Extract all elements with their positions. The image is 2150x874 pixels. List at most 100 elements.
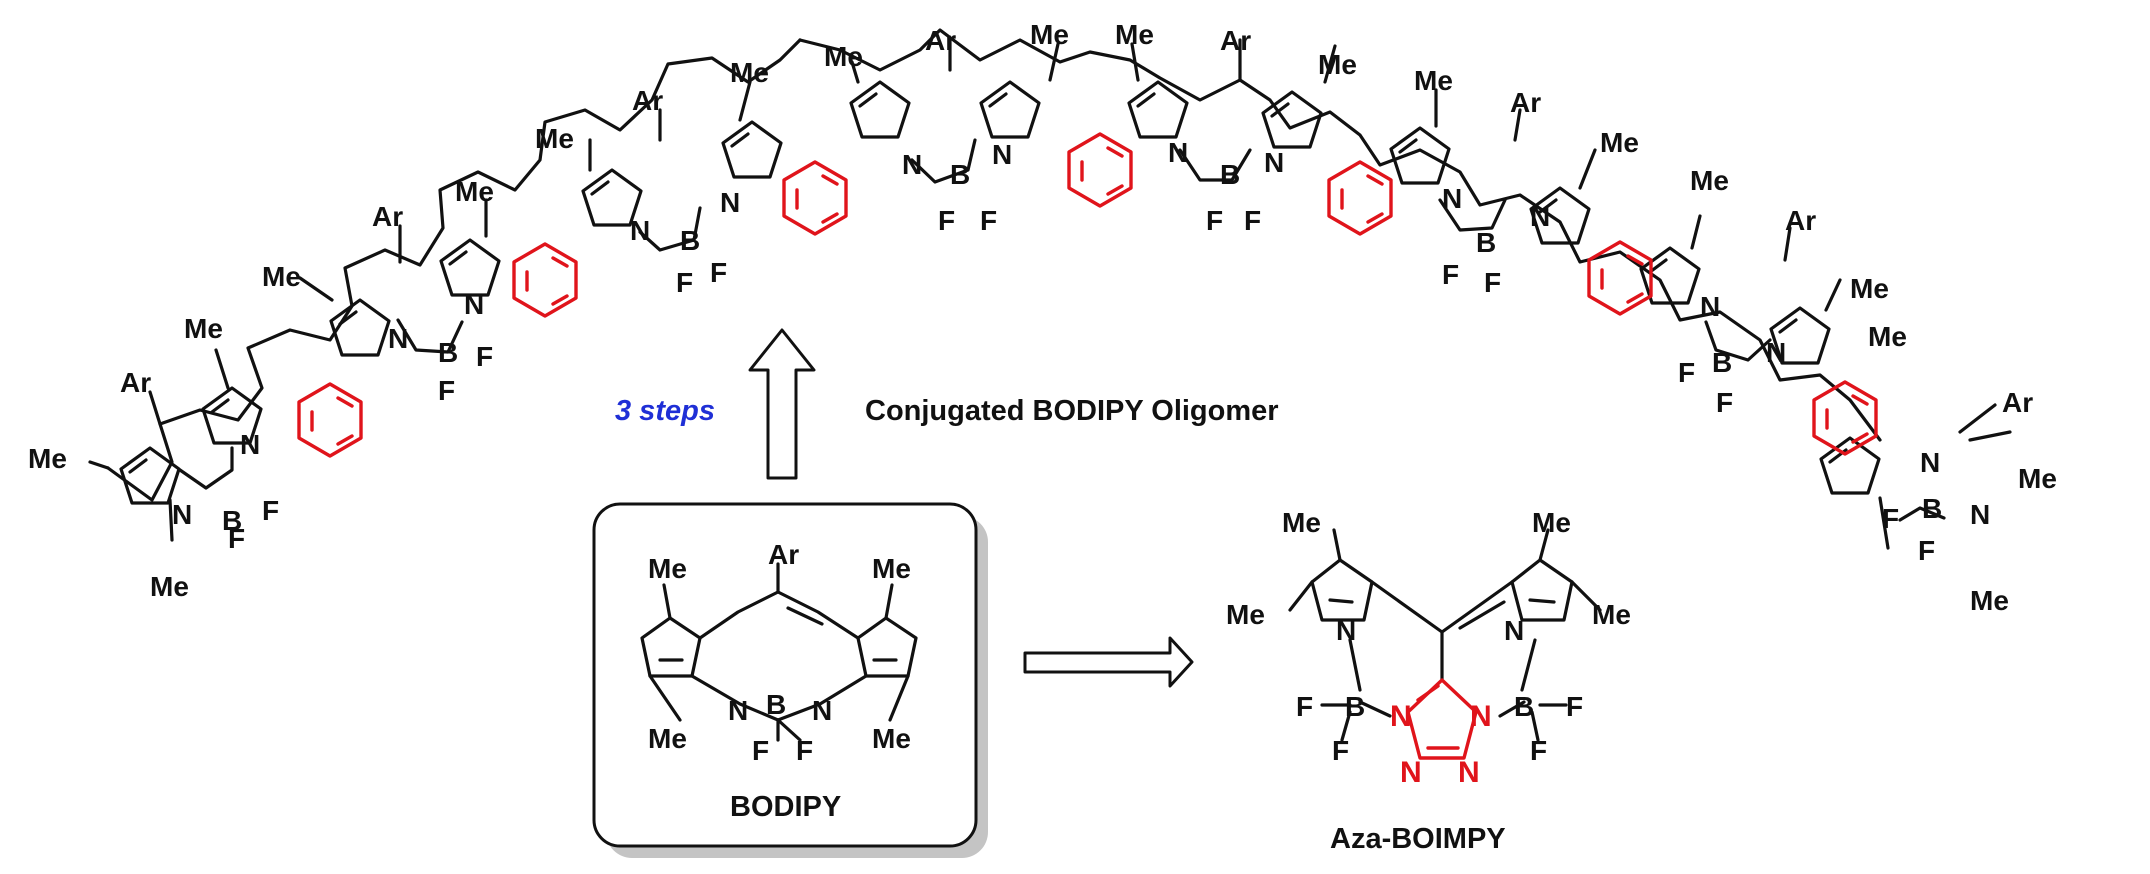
svg-text:N: N (1920, 447, 1940, 478)
svg-text:N: N (240, 429, 260, 460)
bodipy-atom-labels: Me Ar Me N B N F F Me Me (648, 539, 911, 766)
benzene-ring-red (1327, 160, 1393, 236)
svg-text:F: F (938, 205, 955, 236)
boron-ring (396, 318, 464, 354)
svg-text:Me: Me (648, 723, 687, 754)
svg-text:Me: Me (1414, 65, 1453, 96)
methyl-labels: Me Me Me Me Me Me Me Me Me Me Me Me Me M… (28, 19, 2057, 616)
benzene-ring-red (512, 242, 578, 318)
oligomer-structure: Me Me Me Me Me Me Me Me Me Me Me Me Me M… (28, 19, 2057, 616)
benzene-ring-red (1067, 132, 1133, 208)
svg-text:F: F (1678, 357, 1695, 388)
benzene-ring-red (782, 160, 848, 236)
bodipy-structure (640, 562, 918, 742)
svg-text:F: F (1566, 691, 1583, 722)
svg-text:N: N (630, 215, 650, 246)
boron-ring (1178, 148, 1252, 182)
svg-text:Me: Me (1030, 19, 1069, 50)
svg-text:Me: Me (1226, 599, 1265, 630)
svg-text:N: N (1504, 615, 1524, 646)
svg-text:N: N (1400, 756, 1422, 789)
svg-text:F: F (1716, 387, 1733, 418)
aza-boimpy-atom-labels: Me Me Me Me N N B B F F F F N N N N (1226, 507, 1631, 789)
svg-text:Me: Me (2018, 463, 2057, 494)
bodipy-caption: BODIPY (730, 791, 841, 823)
svg-text:Me: Me (872, 723, 911, 754)
svg-text:N: N (1390, 700, 1412, 733)
svg-text:Ar: Ar (1785, 205, 1816, 236)
svg-text:Ar: Ar (120, 367, 151, 398)
svg-text:N: N (728, 695, 748, 726)
svg-text:B: B (1514, 691, 1534, 722)
svg-text:F: F (1484, 267, 1501, 298)
boron-ring (1704, 320, 1772, 362)
pyrrole-ring (721, 120, 783, 179)
svg-text:N: N (1530, 201, 1550, 232)
oligomer-backbone-right (798, 28, 1882, 442)
svg-text:F: F (752, 735, 769, 766)
svg-text:Ar: Ar (2002, 387, 2033, 418)
pyrrole-ring (1389, 126, 1451, 185)
heteroatom-labels: N B F F N N B F F N N B F F N N B F F N … (172, 137, 1990, 566)
svg-text:Ar: Ar (768, 539, 799, 570)
svg-text:F: F (710, 257, 727, 288)
svg-text:Me: Me (1600, 127, 1639, 158)
svg-text:Me: Me (150, 571, 189, 602)
svg-text:Me: Me (1850, 273, 1889, 304)
svg-text:N: N (1264, 147, 1284, 178)
svg-text:N: N (1470, 700, 1492, 733)
svg-text:Me: Me (1282, 507, 1321, 538)
svg-text:B: B (1220, 159, 1240, 190)
svg-text:B: B (438, 337, 458, 368)
svg-text:N: N (1700, 291, 1720, 322)
svg-text:N: N (720, 187, 740, 218)
svg-text:Me: Me (1592, 599, 1631, 630)
svg-text:Me: Me (535, 123, 574, 154)
benzene-ring-red (297, 382, 363, 458)
boron-ring (1898, 506, 1946, 522)
pyrrole-ring (1127, 80, 1189, 139)
svg-text:F: F (1206, 205, 1223, 236)
svg-text:N: N (812, 695, 832, 726)
svg-text:Ar: Ar (1220, 25, 1251, 56)
pyrrole-ring (979, 80, 1041, 139)
svg-text:F: F (1296, 691, 1313, 722)
svg-text:B: B (222, 505, 242, 536)
aryl-labels: Ar Ar Ar Ar Ar Ar Ar Ar (120, 25, 2033, 418)
svg-text:Me: Me (1868, 321, 1907, 352)
svg-text:N: N (1766, 337, 1786, 368)
boron-ring (638, 206, 702, 252)
oligomer-backbone-left (106, 38, 802, 502)
svg-text:F: F (980, 205, 997, 236)
svg-text:B: B (950, 159, 970, 190)
svg-text:F: F (1244, 205, 1261, 236)
pyrrole-ring (439, 238, 501, 297)
svg-text:F: F (796, 735, 813, 766)
steps-label: 3 steps (615, 395, 715, 427)
svg-text:Ar: Ar (1510, 87, 1541, 118)
svg-text:Me: Me (648, 553, 687, 584)
svg-text:N: N (992, 139, 1012, 170)
svg-text:B: B (766, 689, 786, 720)
svg-text:B: B (1922, 493, 1942, 524)
svg-text:N: N (1458, 756, 1480, 789)
methyl-bonds (88, 42, 2012, 550)
svg-text:B: B (1476, 227, 1496, 258)
svg-text:F: F (476, 341, 493, 372)
boron-ring (910, 138, 977, 184)
svg-text:N: N (172, 499, 192, 530)
aza-boimpy-caption: Aza-BOIMPY (1330, 823, 1506, 855)
svg-text:Me: Me (824, 41, 863, 72)
aza-boimpy-structure (1288, 528, 1602, 760)
svg-text:Me: Me (1318, 49, 1357, 80)
svg-text:Ar: Ar (372, 201, 403, 232)
svg-text:N: N (1970, 499, 1990, 530)
pyrrole-ring (849, 80, 911, 139)
svg-text:N: N (388, 323, 408, 354)
svg-text:F: F (228, 523, 245, 554)
aryl-bonds (148, 38, 1997, 434)
boron-ring (1438, 198, 1507, 232)
svg-text:N: N (1336, 615, 1356, 646)
svg-text:N: N (1442, 183, 1462, 214)
